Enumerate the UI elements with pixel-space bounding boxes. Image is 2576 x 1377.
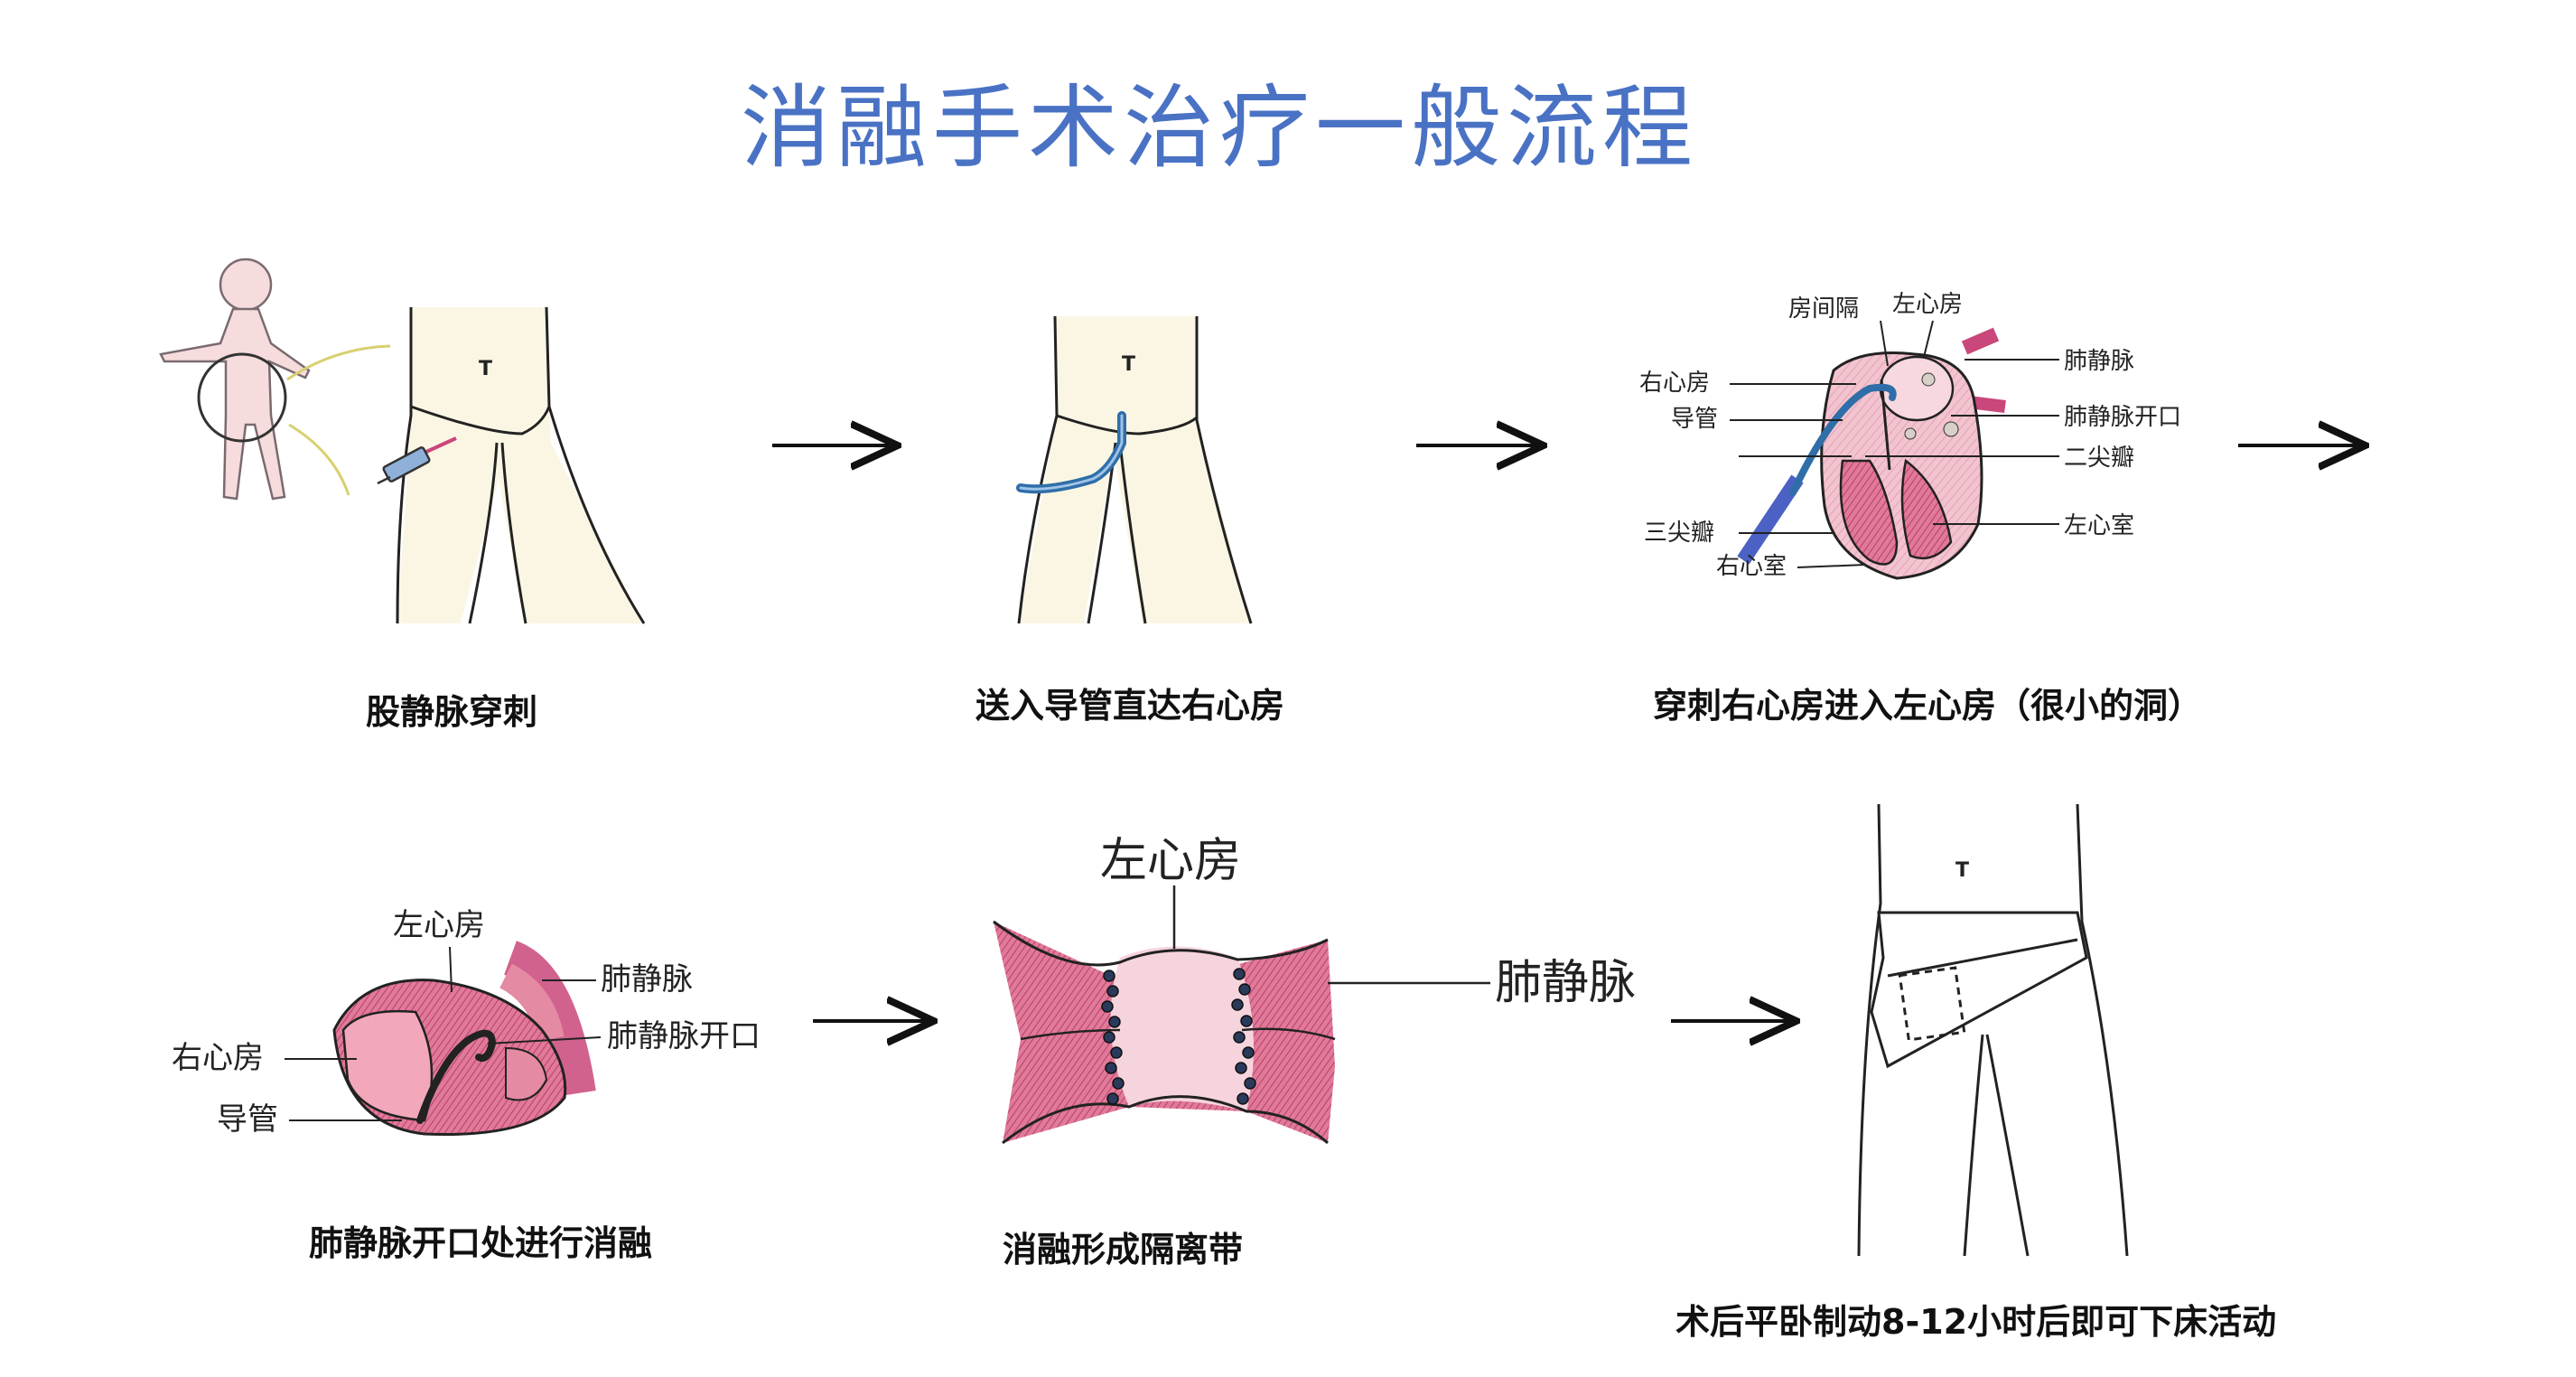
label-ra: 右心房 <box>1639 370 1710 397</box>
svg-text:T: T <box>1122 353 1135 376</box>
label-pv-ostium: 肺静脉开口 <box>2064 404 2181 431</box>
label-tricuspid: 三尖瓣 <box>1644 520 1714 547</box>
label-la: 左心房 <box>393 907 485 943</box>
step1-illustration: T <box>159 258 646 624</box>
caption-step2: 送入导管直达右心房 <box>975 686 1285 726</box>
step4-heart <box>332 941 596 1136</box>
body-figure <box>159 258 311 501</box>
ablation-points-left <box>1101 970 1125 1105</box>
step2-illustration: T <box>1016 315 1253 624</box>
caption-step5: 消融形成隔离带 <box>1003 1230 1244 1269</box>
label-catheter: 导管 <box>1671 406 1718 433</box>
label-mitral: 二尖瓣 <box>2064 445 2134 472</box>
caption-step4: 肺静脉开口处进行消融 <box>309 1223 653 1263</box>
catheter <box>416 1029 497 1124</box>
caption-step3: 穿刺右心房进入左心房（很小的洞） <box>1653 686 2203 726</box>
svg-text:T: T <box>479 358 492 380</box>
step5-ablation <box>993 885 1490 1145</box>
label-rv: 右心室 <box>1716 553 1787 580</box>
step3-heart <box>1737 327 2006 580</box>
catheter <box>1789 383 1897 496</box>
syringe-icon <box>377 436 457 485</box>
label-la: 左心房 <box>1100 834 1241 888</box>
label-pv-ostium: 肺静脉开口 <box>607 1018 761 1054</box>
label-ra: 右心房 <box>172 1040 264 1076</box>
legs-step1 <box>396 306 646 624</box>
page-title: 消融手术治疗一般流程 <box>741 75 1698 181</box>
zoom-circle <box>197 352 287 443</box>
step4-leader-lines <box>285 946 602 1121</box>
label-pv: 肺静脉 <box>2064 348 2134 375</box>
label-pv: 肺静脉 <box>601 961 693 998</box>
label-pv: 肺静脉 <box>1495 956 1636 1010</box>
label-la: 左心房 <box>1892 291 1963 318</box>
label-septum: 房间隔 <box>1788 295 1859 323</box>
ablation-points-right <box>1231 968 1256 1105</box>
caption-step6: 术后平卧制动8-12小时后即可下床活动 <box>1675 1302 2277 1342</box>
step3-leader-lines <box>1730 320 2059 568</box>
label-lv: 左心室 <box>2064 512 2134 539</box>
caption-step1: 股静脉穿刺 <box>366 692 538 732</box>
svg-text:T: T <box>1955 859 1969 882</box>
step6-illustration <box>1857 803 2129 1257</box>
label-catheter: 导管 <box>217 1101 278 1138</box>
